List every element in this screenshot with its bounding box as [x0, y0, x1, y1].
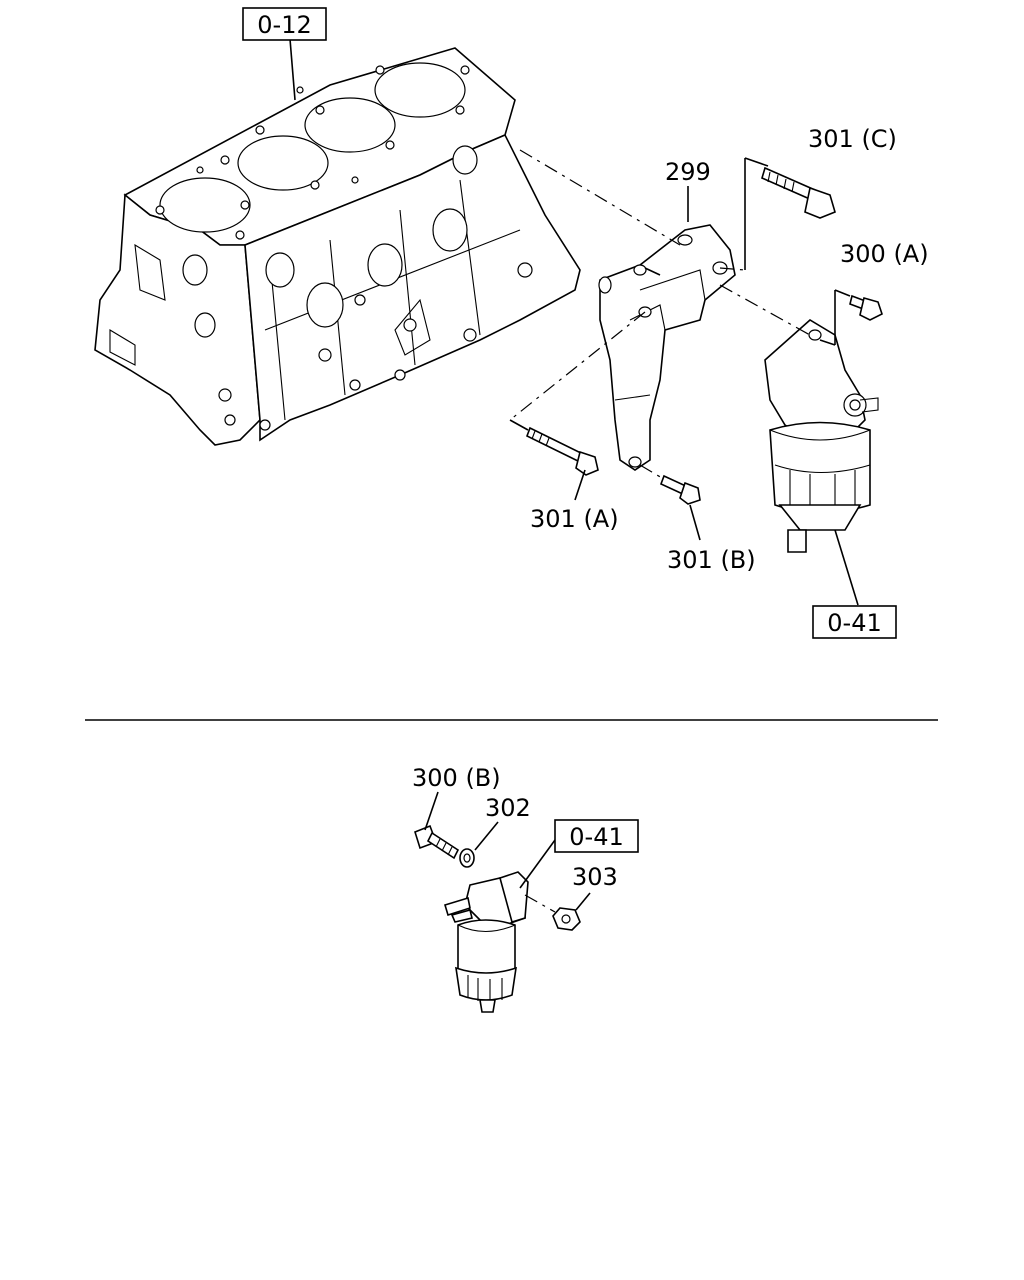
- callout-301b: 301 (B): [667, 546, 756, 574]
- bottom-leader-lines: [424, 791, 591, 913]
- bolt-301a: [525, 426, 599, 476]
- washer-302: [459, 848, 475, 868]
- callout-0-12: 0-12: [242, 7, 327, 41]
- callout-0-41-bottom: 0-41: [554, 819, 639, 853]
- bolt-300a: [849, 294, 883, 321]
- leader-lines: [289, 38, 859, 606]
- callout-301c: 301 (C): [808, 125, 897, 153]
- bolt-301b: [659, 474, 701, 505]
- callout-301a: 301 (A): [530, 505, 619, 533]
- callout-0-41-bottom-text: 0-41: [569, 823, 623, 851]
- callout-0-41-top-text: 0-41: [827, 609, 881, 637]
- callout-299: 299: [665, 158, 711, 186]
- engine-block: [94, 47, 581, 446]
- fuel-filter-bottom: [444, 871, 529, 1013]
- callout-303: 303: [572, 863, 618, 891]
- callout-300a: 300 (A): [840, 240, 929, 268]
- callout-0-41-top: 0-41: [812, 605, 897, 639]
- bolt-301c: [761, 166, 836, 219]
- nut-303: [552, 907, 581, 931]
- callout-302: 302: [485, 794, 531, 822]
- callout-0-12-text: 0-12: [257, 11, 311, 39]
- callout-300b: 300 (B): [412, 764, 501, 792]
- fuel-filter-top: [764, 319, 879, 553]
- bracket-299: [598, 224, 736, 471]
- bolt-300b: [414, 824, 460, 860]
